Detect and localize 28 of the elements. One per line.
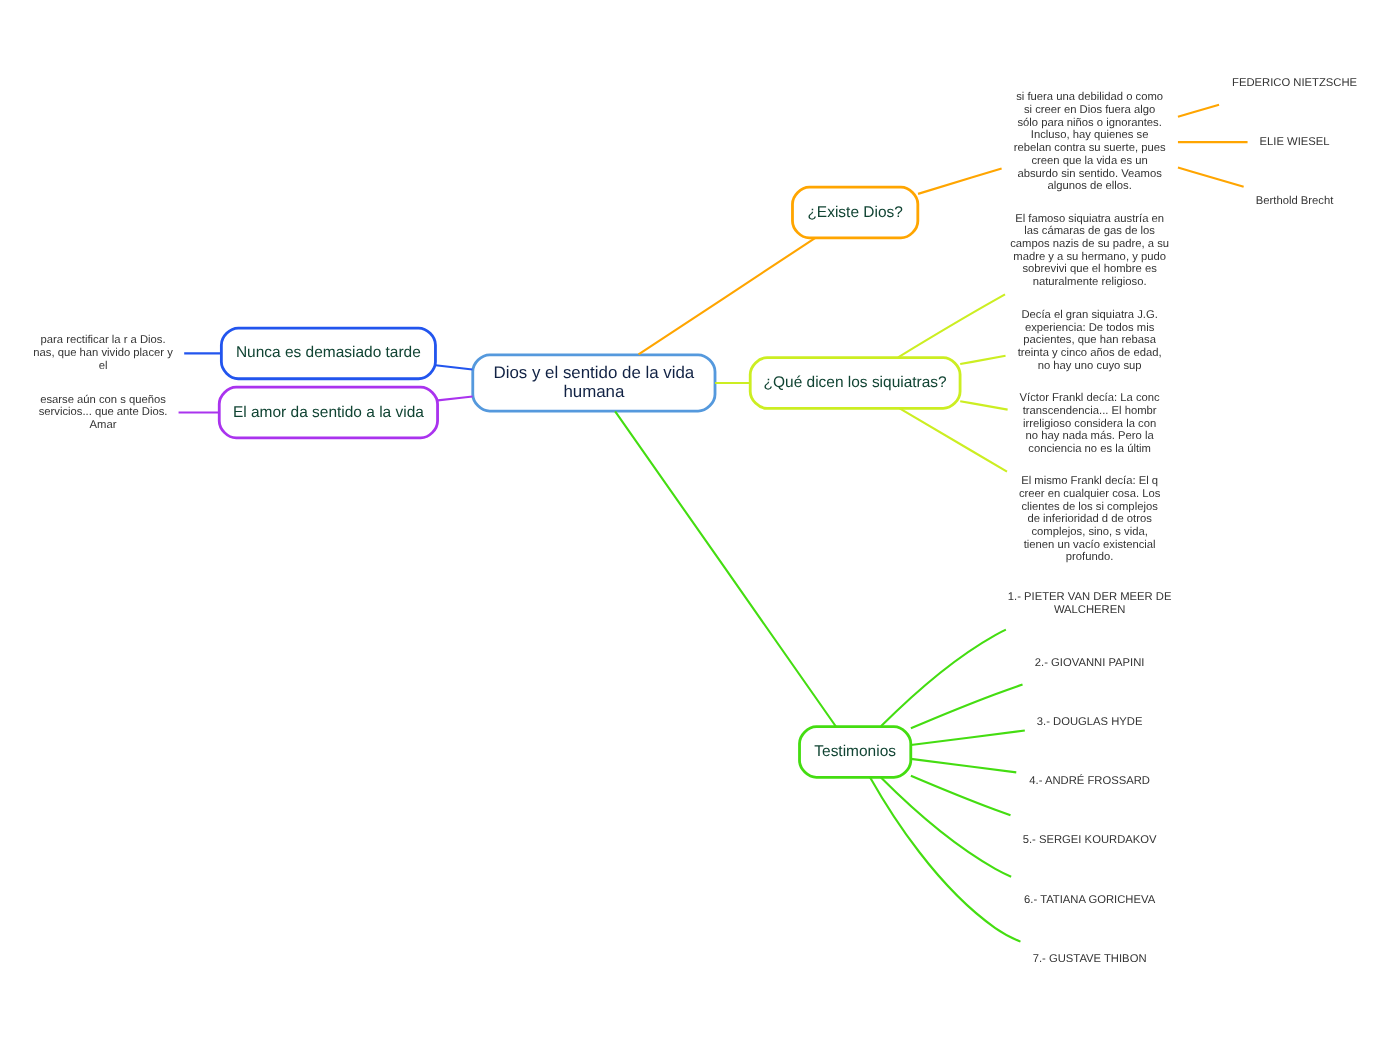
connector [880,775,1012,877]
connector [910,756,1017,773]
connector [899,406,1008,472]
connector [184,351,222,354]
connector [910,682,1023,729]
connector [715,380,750,384]
connector [637,236,816,355]
connector [1177,165,1244,187]
connector [960,353,1006,365]
connector [1177,140,1248,143]
node-box: ¿Qué dicen los siquiatras? [748,355,962,409]
connector [869,775,1021,942]
node-box: El amor da sentido a la vida [217,384,439,439]
connector [910,728,1025,746]
connector [960,399,1008,410]
node-box: Testimonios [798,724,913,778]
connector [614,409,837,727]
connector [897,292,1006,358]
connector [1177,102,1220,117]
connector [880,627,1007,727]
connector [178,410,220,413]
node-box: Nunca es demasiado tarde [219,325,437,380]
connector [910,773,1011,816]
node-box: ¿Existe Dios? [791,184,920,239]
connector [435,363,473,370]
connector [917,166,1002,194]
connector [437,394,473,401]
node-box: Dios y el sentido de la vida humana [471,352,717,412]
